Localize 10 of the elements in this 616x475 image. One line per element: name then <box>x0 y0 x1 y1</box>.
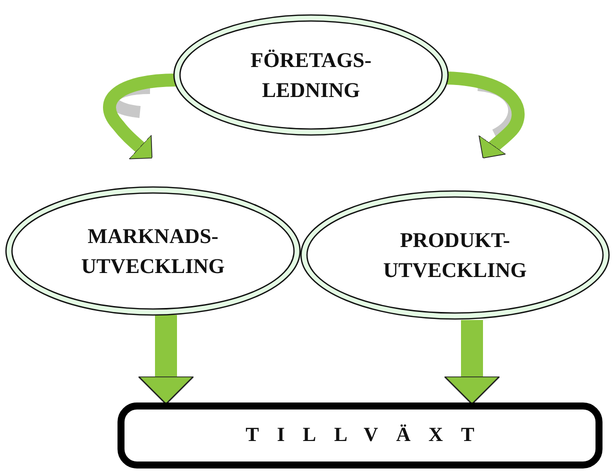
node-label: PRODUKT- UTVECKLING <box>382 226 528 284</box>
node-label: FÖRETAGS- LEDNING <box>250 46 372 104</box>
node-label: MARKNADS- UTVECKLING <box>80 222 226 280</box>
node-label: TILLVÄXT <box>244 423 494 448</box>
arrow <box>444 320 500 405</box>
ellipse-node <box>300 190 610 320</box>
rounded-box <box>117 402 603 469</box>
ellipse-node <box>173 14 449 136</box>
ellipse-node <box>5 186 301 316</box>
arrow <box>138 315 194 405</box>
